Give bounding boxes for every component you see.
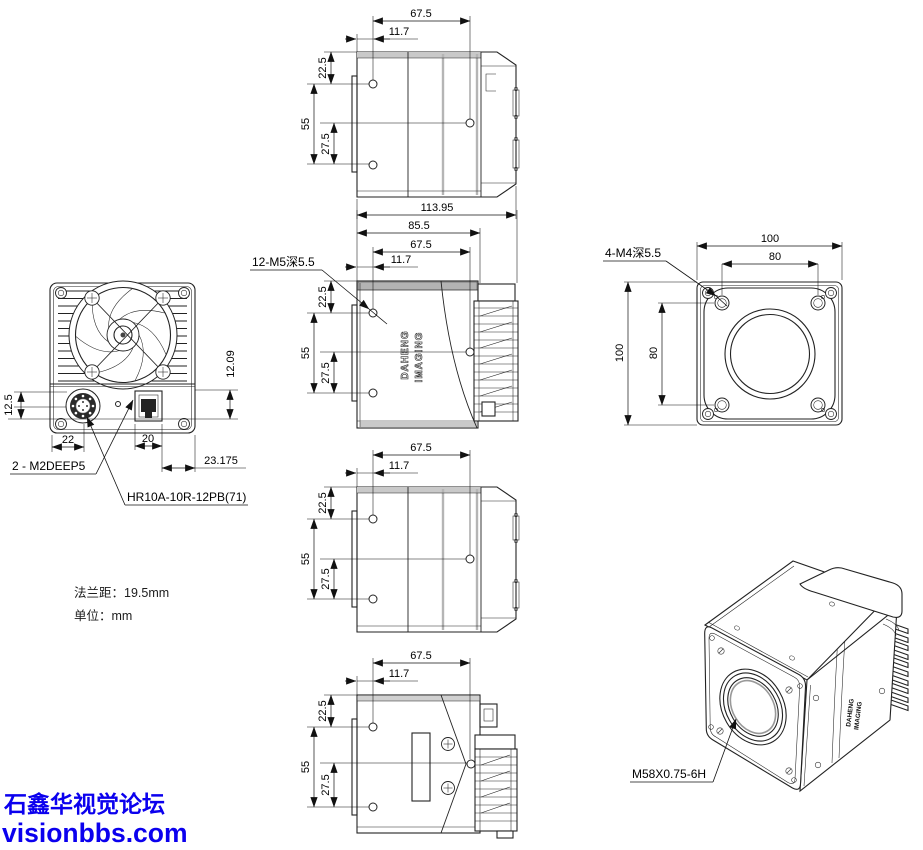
fan [68,280,178,390]
watermark: 石鑫华视觉论坛 visionbbs.com [2,791,188,848]
note-unit: 单位：mm [74,608,132,623]
front-view: 100 80 100 80 4-M4深5.5 [603,233,843,426]
fan-screws [84,290,171,380]
mount-hole [368,722,378,732]
dim-22: 22 [62,434,74,446]
corner-screws [55,287,190,430]
label-lens-thread: M58X0.75-6H [632,767,706,781]
iso-front-face [704,626,807,790]
dim-27-5: 27.5 [320,568,332,589]
dim-85-5: 85.5 [408,220,429,232]
dim-11-7: 11.7 [389,26,410,38]
mount-hole [368,160,378,170]
daheng-logo-iso-line2: IMAGING [853,701,863,730]
dim-22-5: 22.5 [317,492,329,513]
dim-22-5: 22.5 [317,286,329,307]
notes: 法兰距：19.5mm 单位：mm [74,586,169,623]
opposite-side-view: 67.5 11.7 22.5 55 27.5 [300,442,520,633]
label-power-connector: HR10A-10R-12PB(71) [127,490,246,504]
front-face-screws [708,635,803,783]
heatsink [473,283,519,422]
mount-hole [368,514,378,524]
note-flange-distance: 法兰距：19.5mm [74,586,169,600]
lens-opening [724,308,816,400]
dim-67-5: 67.5 [410,239,431,251]
dim-55: 55 [300,347,312,359]
side-view: DAHENG IMAGING 85.5 [250,210,519,429]
dim-11-7: 11.7 [391,254,412,266]
mount-hole [466,759,476,769]
dim-12-09: 12.09 [225,350,237,378]
dim-11-7: 11.7 [389,460,410,472]
iso-rear-slab [799,567,903,618]
label-side-holes: 12-M5深5.5 [252,255,315,269]
dim-22-5: 22.5 [317,57,329,78]
watermark-site-name: 石鑫华视觉论坛 [3,791,165,817]
dim-100: 100 [761,233,779,245]
dim-22-5: 22.5 [317,700,329,721]
label-front-holes: 4-M4深5.5 [605,246,661,260]
rear-view: 12.5 12.09 22 20 23.175 2 - M2DEEP5 HR10… [3,280,248,506]
daheng-logo-line1: DAHENG [400,330,411,379]
dim-67-5: 67.5 [410,650,431,662]
dim-67-5: 67.5 [410,8,431,20]
dim-27-5: 27.5 [320,133,332,154]
mount-hole [368,594,378,604]
dim-80: 80 [648,347,660,359]
dim-23-175: 23.175 [204,455,238,467]
dim-100: 100 [614,344,626,362]
dim-55: 55 [300,553,312,565]
m4-holes [714,295,826,413]
dim-27-5: 27.5 [320,362,332,383]
mount-hole [465,554,475,564]
small-hole [115,401,121,407]
ethernet-port [134,390,163,422]
power-connector [65,388,101,424]
mount-hole [368,388,378,398]
dim-11-7: 11.7 [389,668,410,680]
watermark-site-url: visionbbs.com [2,818,188,848]
dim-55: 55 [300,118,312,130]
daheng-logo-line2: IMAGING [414,332,425,383]
mount-hole [368,802,378,812]
mount-hole [368,79,378,89]
dim-67-5: 67.5 [410,442,431,454]
top-view: 67.5 11.7 22.5 55 27.5 113.95 [300,8,520,219]
bottom-view: 67.5 11.7 22.5 55 27.5 [300,650,518,839]
label-plate-slot [411,732,431,802]
dim-113-95: 113.95 [421,202,454,214]
daheng-logo-iso-line1: DAHENG [845,698,855,727]
label-back-holes: 2 - M2DEEP5 [12,459,86,473]
mount-hole [465,347,475,357]
dim-20: 20 [142,433,154,445]
dim-80: 80 [769,251,781,263]
mount-hole [465,118,475,128]
dim-55: 55 [300,761,312,773]
heatsink [474,734,518,839]
dim-27-5: 27.5 [320,774,332,795]
dim-12-5: 12.5 [3,394,15,415]
isometric-view: DAHENG IMAGING M58X0.75-6H [630,560,909,793]
